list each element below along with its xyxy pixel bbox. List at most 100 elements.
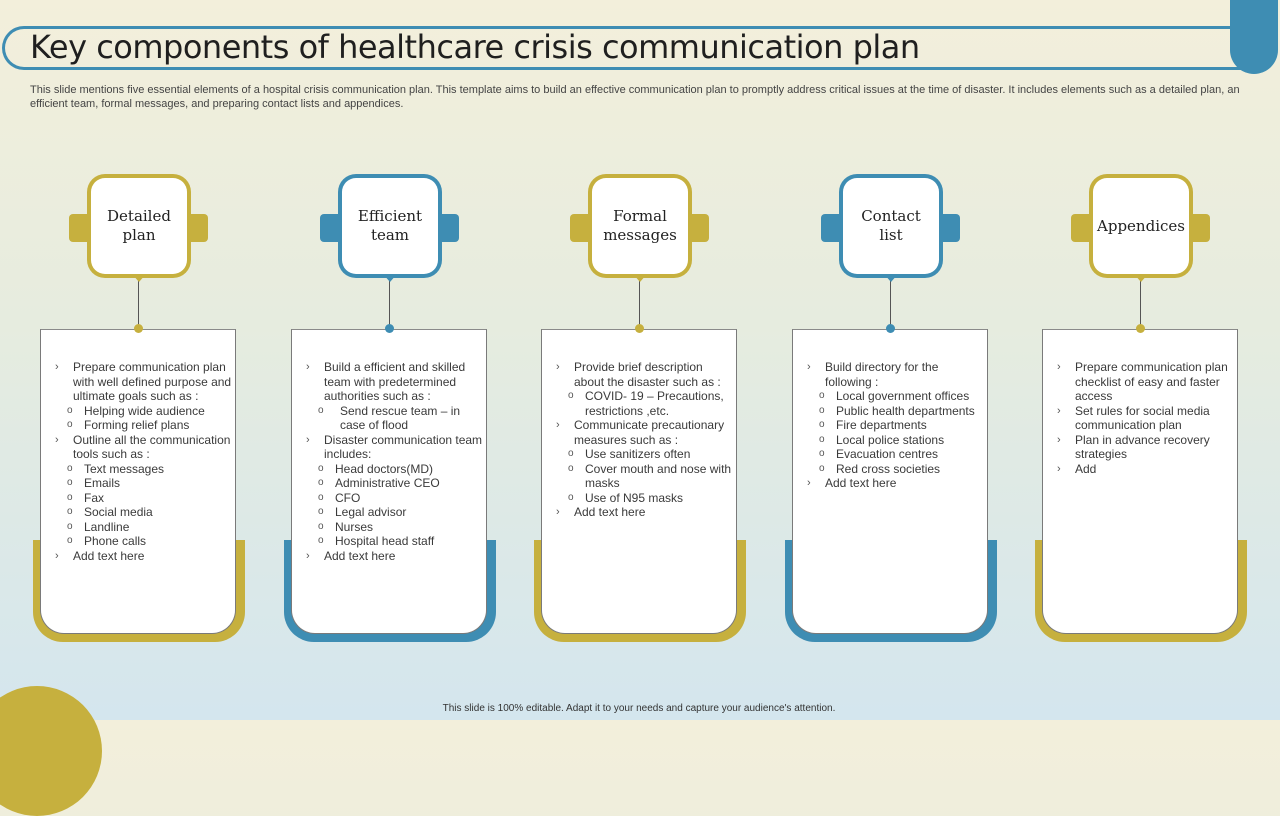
list-item-text: Plan in advance recovery strategies xyxy=(1075,432,1210,462)
icon-tab-left xyxy=(1071,214,1093,242)
sub-list-item: Emails xyxy=(55,476,233,491)
icon-notch xyxy=(383,274,397,282)
list-item: Disaster communication team includes: xyxy=(306,433,484,462)
list-item-text: Add text here xyxy=(825,476,897,490)
list-item-text: Provide brief description about the disa… xyxy=(574,360,721,389)
component-list: Build a efficient and skilled team with … xyxy=(306,360,484,563)
icon-notch xyxy=(633,274,647,282)
component-list: Prepare communication plan with well def… xyxy=(55,360,233,563)
icon-tab-right xyxy=(938,214,960,242)
icon-tab-left xyxy=(570,214,592,242)
component-card: Prepare communication plan checklist of … xyxy=(1042,329,1238,634)
sub-list: Local government officesPublic health de… xyxy=(807,389,985,476)
sub-list-item: Hospital head staff xyxy=(306,534,484,549)
component-appendices: Prepare communication plan checklist of … xyxy=(1035,174,1249,644)
list-item: Plan in advance recovery strategies xyxy=(1057,433,1235,462)
sub-list: Use sanitizers oftenCover mouth and nose… xyxy=(556,447,734,505)
sub-list: Send rescue team – in case of flood xyxy=(306,404,484,433)
list-item-text: Add text here xyxy=(324,548,396,563)
sub-list-item: Landline xyxy=(55,520,233,535)
list-item-text: Outline all the communication tools such… xyxy=(73,432,231,462)
sub-list-item: Use of N95 masks xyxy=(556,491,734,506)
list-item: Prepare communication plan with well def… xyxy=(55,360,233,404)
list-item: Add xyxy=(1057,462,1235,477)
list-item: Communicate precautionary measures such … xyxy=(556,418,734,447)
list-item: Prepare communication plan checklist of … xyxy=(1057,360,1235,404)
heading-label: Appendices xyxy=(1093,178,1189,274)
title-bar xyxy=(2,26,1252,70)
sub-list: Text messagesEmailsFaxSocial mediaLandli… xyxy=(55,462,233,549)
sub-list: COVID- 19 – Precautions, restrictions ,e… xyxy=(556,389,734,418)
connector-line xyxy=(639,278,640,326)
component-efficient-team: Build a efficient and skilled team with … xyxy=(284,174,498,644)
sub-list: Head doctors(MD)Administrative CEOCFOLeg… xyxy=(306,462,484,549)
icon-tab-left xyxy=(320,214,342,242)
icon-notch xyxy=(132,274,146,282)
sub-list-item: Use sanitizers often xyxy=(556,447,734,462)
list-item-text: Prepare communication plan checklist of … xyxy=(1075,360,1228,403)
list-item: Outline all the communication tools such… xyxy=(55,433,233,462)
list-item: Provide brief description about the disa… xyxy=(556,360,734,389)
list-item-text: Add text here xyxy=(73,548,145,563)
sub-list-item: Fire departments xyxy=(807,418,985,433)
sub-list-item: Legal advisor xyxy=(306,505,484,520)
connector-line xyxy=(1140,278,1141,326)
sub-list-item: Head doctors(MD) xyxy=(306,462,484,477)
icon-tab-right xyxy=(1188,214,1210,242)
component-card: Prepare communication plan with well def… xyxy=(40,329,236,634)
sub-list-item: Fax xyxy=(55,491,233,506)
list-item-text: Communicate precautionary measures such … xyxy=(574,418,725,447)
sub-list-wrapper: Send rescue team – in case of flood xyxy=(306,404,484,433)
list-item: Add text here xyxy=(55,549,233,564)
list-item-text: Add xyxy=(1075,461,1097,476)
connector-dot xyxy=(134,324,143,333)
connector-dot xyxy=(886,324,895,333)
sub-list-item: Evacuation centres xyxy=(807,447,985,462)
connector-line xyxy=(138,278,139,326)
list-item: Set rules for social media communication… xyxy=(1057,404,1235,433)
component-card: Provide brief description about the disa… xyxy=(541,329,737,634)
list-item-text: Prepare communication plan with well def… xyxy=(73,360,232,403)
connector-dot xyxy=(1136,324,1145,333)
component-list: Build directory for the following :Local… xyxy=(807,360,985,491)
list-item-text: Set rules for social media communication… xyxy=(1075,403,1210,433)
sub-list-wrapper: COVID- 19 – Precautions, restrictions ,e… xyxy=(556,389,734,418)
icon-tab-right xyxy=(687,214,709,242)
sub-list-wrapper: Head doctors(MD)Administrative CEOCFOLeg… xyxy=(306,462,484,549)
icon-notch xyxy=(884,274,898,282)
list-item-text: Build a efficient and skilled team with … xyxy=(324,360,466,403)
connector-line xyxy=(890,278,891,326)
sub-list-wrapper: Use sanitizers oftenCover mouth and nose… xyxy=(556,447,734,505)
sub-list-item: Red cross societies xyxy=(807,462,985,477)
component-list: Provide brief description about the disa… xyxy=(556,360,734,520)
connector-line xyxy=(389,278,390,326)
component-detailed-plan: Prepare communication plan with well def… xyxy=(33,174,247,644)
sub-list-item: Cover mouth and nose with masks xyxy=(556,462,734,491)
component-contact-list: Build directory for the following :Local… xyxy=(785,174,999,644)
sub-list-item: COVID- 19 – Precautions, restrictions ,e… xyxy=(556,389,734,418)
connector-dot xyxy=(385,324,394,333)
icon-tab-right xyxy=(186,214,208,242)
list-item-text: Build directory for the following : xyxy=(825,360,939,389)
sub-list-item: CFO xyxy=(306,491,484,506)
sub-list-item: Send rescue team – in case of flood xyxy=(306,404,484,433)
sub-list-item: Local police stations xyxy=(807,433,985,448)
list-item: Build directory for the following : xyxy=(807,360,985,389)
component-card: Build directory for the following :Local… xyxy=(792,329,988,634)
sub-list-item: Phone calls xyxy=(55,534,233,549)
list-item-text: Add text here xyxy=(574,505,646,519)
icon-tab-left xyxy=(69,214,91,242)
footer-note: This slide is 100% editable. Adapt it to… xyxy=(442,703,836,714)
list-item: Add text here xyxy=(807,476,985,491)
sub-list-item: Nurses xyxy=(306,520,484,535)
